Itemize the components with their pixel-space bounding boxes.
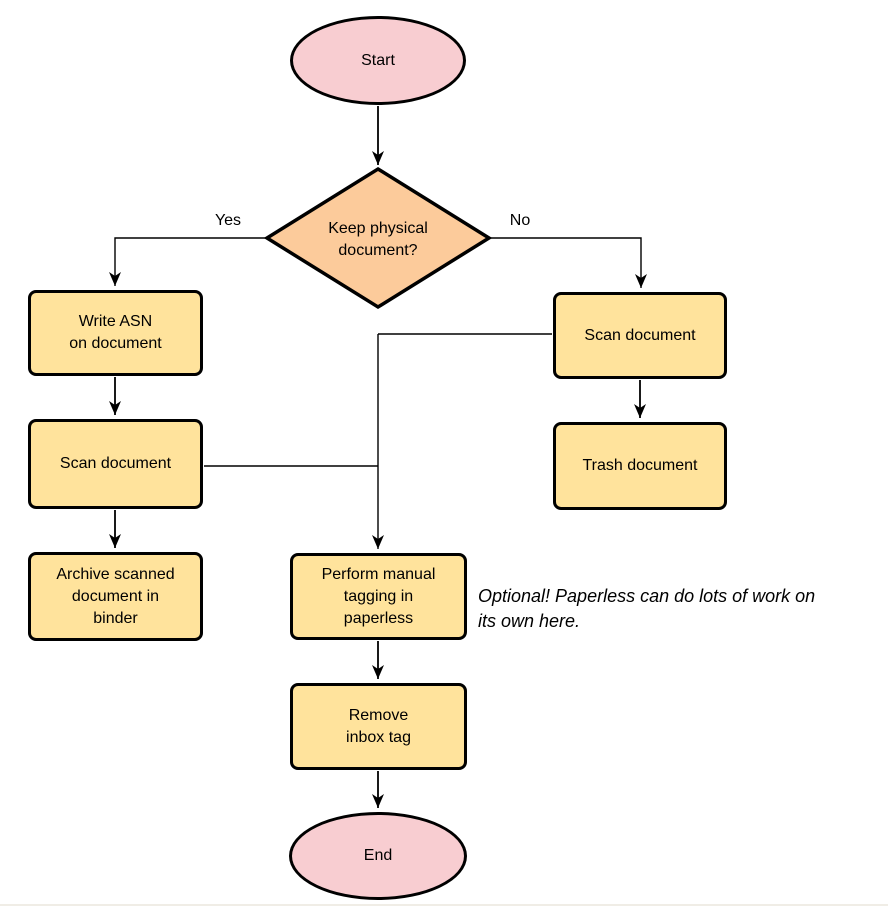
edge-label-yes: Yes (212, 212, 244, 230)
node-trash: Trash document (553, 422, 727, 510)
node-write-asn: Write ASN on document (28, 290, 203, 376)
node-scan-document-right: Scan document (553, 292, 727, 379)
node-remove-inbox-tag-label: Remove inbox tag (346, 706, 411, 746)
page-divider (0, 904, 888, 906)
node-write-asn-label: Write ASN on document (69, 313, 162, 352)
node-tagging: Perform manual tagging in paperless (290, 553, 467, 640)
node-archive: Archive scanned document in binder (28, 552, 203, 641)
decision-diamond-shape (263, 166, 493, 310)
node-decision-label: Keep physical document? (328, 220, 428, 259)
node-end: End (289, 812, 467, 900)
node-start: Start (290, 16, 466, 105)
node-end-label: End (363, 847, 393, 864)
node-start-label: Start (361, 51, 395, 69)
node-remove-inbox-tag: Remove inbox tag (290, 683, 467, 770)
annotation-note: Optional! Paperless can do lots of work … (478, 586, 816, 631)
node-trash-label: Trash document (582, 457, 698, 474)
connector-decision-write-asn-yes (109, 237, 267, 286)
connector-decision-scan-right-no (489, 237, 647, 288)
edge-label-no: No (507, 212, 533, 230)
node-scan-document-left: Scan document (28, 419, 203, 509)
node-archive-label: Archive scanned document in binder (56, 565, 175, 627)
node-tagging-label: Perform manual tagging in paperless (321, 565, 436, 627)
node-scan-document-right-label: Scan document (584, 326, 696, 344)
node-scan-document-left-label: Scan document (59, 455, 172, 472)
